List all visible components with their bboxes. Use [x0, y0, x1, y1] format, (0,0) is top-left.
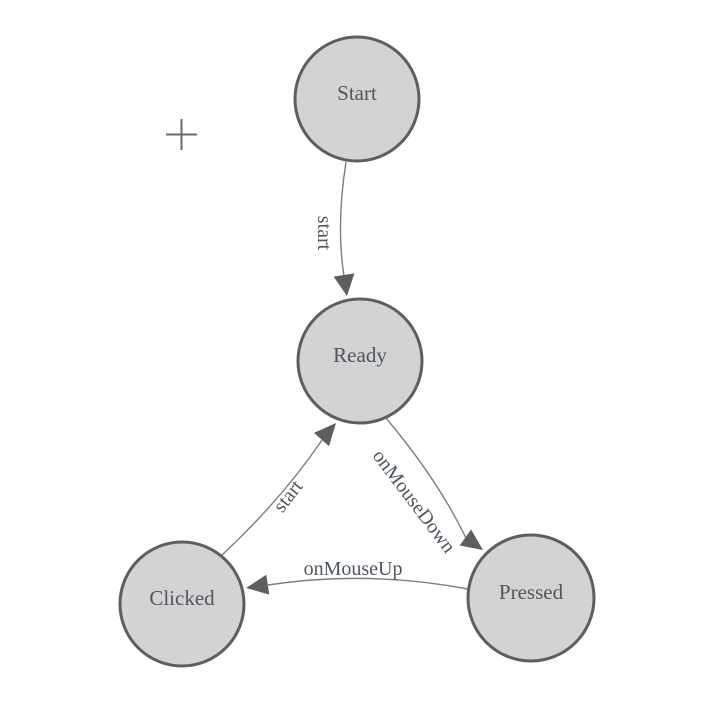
node-label-pressed: Pressed [499, 580, 564, 604]
node-clicked[interactable] [118, 540, 246, 668]
arrowhead-icon-clicked-to-ready [314, 423, 336, 447]
edge-label-clicked-to-ready: start [269, 476, 308, 517]
arrowhead-icon-pressed-to-clicked [246, 574, 270, 595]
arrowhead-icon-start-to-ready [333, 273, 355, 296]
node-label-start: Start [337, 81, 377, 105]
node-label-ready: Ready [333, 343, 387, 367]
edge-ready-to-pressed[interactable] [385, 417, 467, 539]
edge-pressed-to-clicked[interactable] [267, 577, 469, 590]
arrowhead-icon-ready-to-pressed [459, 529, 483, 550]
edge-label-start-to-ready: start [313, 216, 335, 251]
edge-label-pressed-to-clicked: onMouseUp [304, 558, 403, 580]
node-label-clicked: Clicked [149, 586, 215, 610]
node-ready[interactable] [296, 297, 424, 425]
edge-start-to-ready[interactable] [339, 161, 347, 277]
edge-clicked-to-ready[interactable] [221, 439, 323, 556]
node-pressed[interactable] [466, 533, 596, 663]
node-start[interactable] [293, 35, 421, 163]
